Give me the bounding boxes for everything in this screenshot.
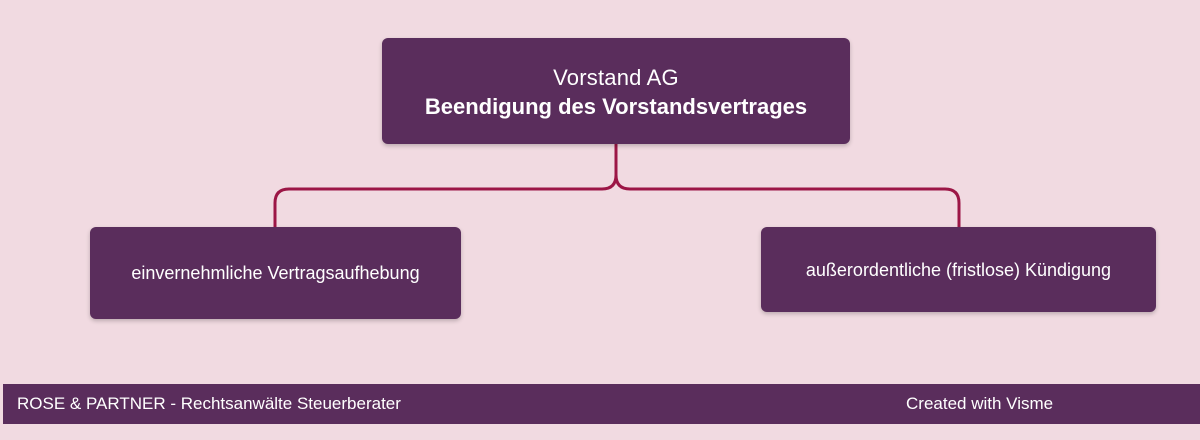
child-node-right: außerordentliche (fristlose) Kündigung — [761, 227, 1156, 312]
connector-path — [273, 142, 961, 229]
footer-bar: ROSE & PARTNER - Rechtsanwälte Steuerber… — [3, 384, 1200, 424]
child-label-right: außerordentliche (fristlose) Kündigung — [805, 259, 1112, 280]
child-node-left: einvernehmliche Vertragsaufhebung — [90, 227, 461, 319]
root-subtitle: Beendigung des Vorstandsvertrages — [424, 94, 808, 119]
child-label-left: einvernehmliche Vertragsaufhebung — [131, 263, 420, 283]
footer-right-text: Created with Visme — [906, 394, 1054, 413]
root-node: Vorstand AG Beendigung des Vorstandsvert… — [382, 38, 850, 144]
root-title: Vorstand AG — [553, 65, 679, 90]
footer-left-text: ROSE & PARTNER - Rechtsanwälte Steuerber… — [17, 394, 401, 413]
